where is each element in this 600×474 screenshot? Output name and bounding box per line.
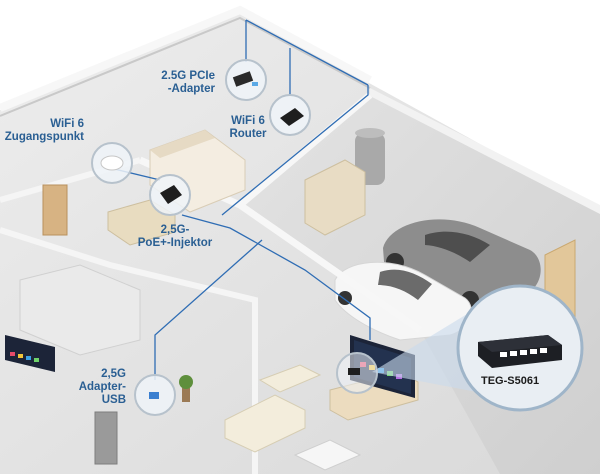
label-line: Zugangspunkt: [4, 131, 84, 143]
label-line: 2,5G: [101, 368, 126, 380]
label-wifi6-router: WiFi 6 Router: [218, 115, 278, 141]
sofa-icon: [224, 364, 322, 453]
garage-cabinet: [304, 159, 366, 236]
label-line: 2,5G-: [160, 224, 190, 236]
label-wifi6-ap: WiFi 6 Zugangspunkt: [0, 118, 84, 144]
poe-injector-icon: [149, 174, 191, 216]
plant-icon: [179, 375, 193, 402]
tv-icon-left: [5, 335, 55, 372]
access-point-icon: [91, 142, 133, 184]
coffee-table: [293, 439, 362, 471]
label-pcie-adapter: 2.5G PCIe -Adapter: [120, 70, 215, 96]
network-switch-icon: [456, 284, 584, 412]
outer-wall-shadow: [0, 16, 371, 117]
usb-adapter-icon: [134, 374, 176, 416]
label-poe-injector: 2,5G- PoE+-Injektor: [120, 224, 230, 250]
interior-wall-3: [0, 227, 258, 474]
label-line: 2.5G PCIe: [161, 70, 215, 82]
pcie-adapter-icon: [225, 59, 267, 101]
label-line: WiFi 6: [50, 118, 84, 130]
label-usb-adapter: 2,5G Adapter- USB: [70, 368, 126, 407]
label-line: -Adapter: [167, 83, 215, 95]
label-line: Router: [229, 128, 267, 140]
interior-wall-1: [237, 92, 373, 208]
network-cables: [109, 19, 371, 380]
label-line: USB: [101, 394, 126, 406]
switch-model-label: TEG-S5061: [481, 375, 540, 387]
label-line: PoE+-Injektor: [137, 237, 213, 249]
tv-device-circle: [336, 352, 378, 394]
bathroom: [19, 264, 141, 356]
label-line: Adapter-: [78, 381, 126, 393]
router-icon: [269, 94, 311, 136]
garage-wall: [370, 88, 600, 214]
label-line: WiFi 6: [231, 115, 265, 127]
door-icon: [42, 184, 68, 236]
door-icon-2: [94, 411, 118, 465]
outer-wall: [0, 5, 372, 112]
